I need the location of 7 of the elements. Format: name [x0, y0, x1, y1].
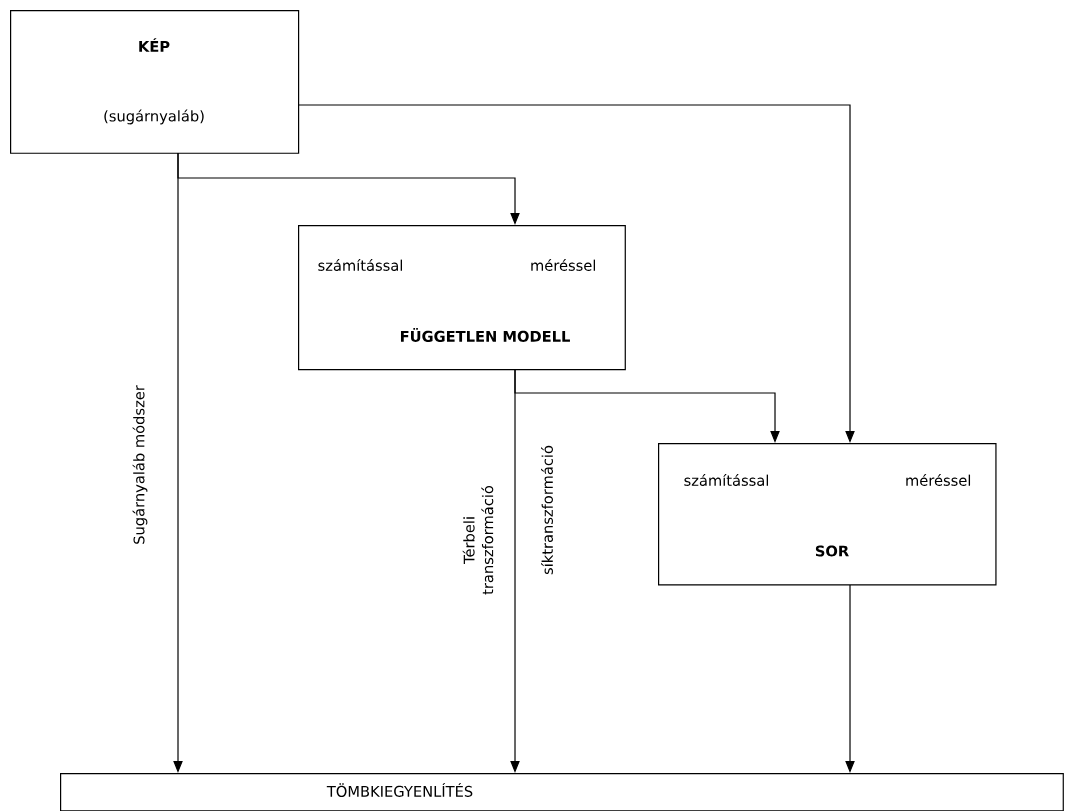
edge-label: Sugárnyaláb módszer — [132, 385, 148, 544]
process-box: TÖMBKIEGYENLÍTÉS — [60, 773, 1064, 811]
edge-label: síktranszformáció — [541, 445, 553, 575]
process-box: számítással méréssel SOR — [658, 443, 997, 586]
edge-label: Térbeli transzformáció — [462, 485, 494, 595]
process-box: KÉP (sugárnyaláb) — [10, 10, 300, 154]
process-box: számítással méréssel FÜGGETLEN MODELL — [298, 225, 626, 371]
